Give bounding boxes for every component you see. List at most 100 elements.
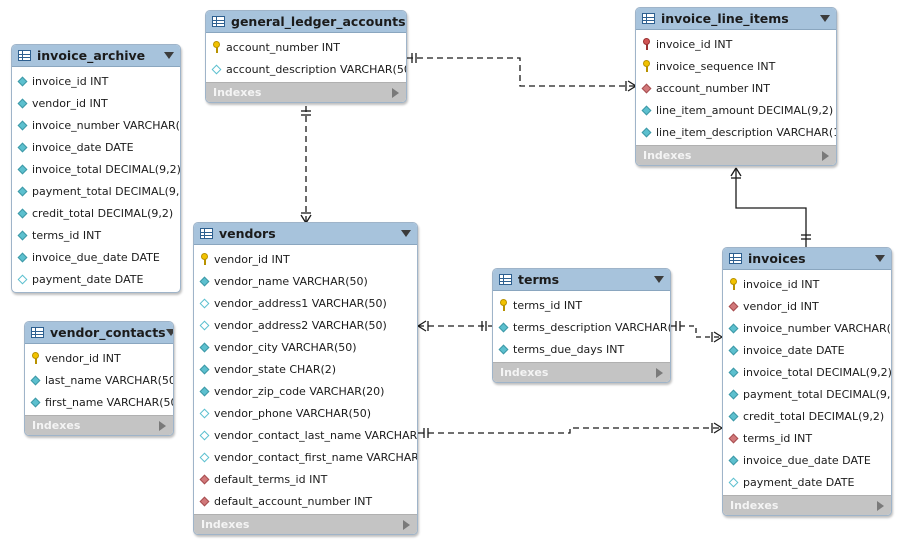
table-header[interactable]: invoices <box>723 248 891 270</box>
column-row[interactable]: vendor_address1 VARCHAR(50) <box>194 292 417 314</box>
column-row[interactable]: vendor_id INT <box>723 295 891 317</box>
column-row[interactable]: last_name VARCHAR(50) <box>25 369 173 391</box>
column-label: payment_total DECIMAL(9,2) <box>32 184 181 198</box>
column-row[interactable]: vendor_city VARCHAR(50) <box>194 336 417 358</box>
indexes-footer[interactable]: Indexes <box>493 362 670 382</box>
column-row[interactable]: payment_date DATE <box>12 268 180 290</box>
column-row[interactable]: vendor_contact_last_name VARCHAR(50) <box>194 424 417 446</box>
column-row[interactable]: terms_due_days INT <box>493 338 670 360</box>
column-row[interactable]: default_account_number INT <box>194 490 417 512</box>
column-row[interactable]: invoice_sequence INT <box>636 55 836 77</box>
column-label: vendor_phone VARCHAR(50) <box>214 406 372 420</box>
column-row[interactable]: default_terms_id INT <box>194 468 417 490</box>
column-row[interactable]: account_number INT <box>636 77 836 99</box>
column-icon <box>17 98 28 108</box>
column-row[interactable]: account_number INT <box>206 36 406 58</box>
indexes-footer[interactable]: Indexes <box>194 514 417 534</box>
table-icon <box>729 253 742 264</box>
column-row[interactable]: credit_total DECIMAL(9,2) <box>723 405 891 427</box>
collapse-arrow-icon[interactable] <box>875 255 885 262</box>
expand-arrow-icon[interactable] <box>159 420 166 431</box>
primary-key-icon <box>730 278 737 290</box>
column-row[interactable]: vendor_name VARCHAR(50) <box>194 270 417 292</box>
column-row[interactable]: vendor_address2 VARCHAR(50) <box>194 314 417 336</box>
column-row[interactable]: terms_description VARCHAR(50) <box>493 316 670 338</box>
column-row[interactable]: credit_total DECIMAL(9,2) <box>12 202 180 224</box>
column-row[interactable]: vendor_phone VARCHAR(50) <box>194 402 417 424</box>
expand-arrow-icon[interactable] <box>877 500 884 511</box>
table-header[interactable]: invoice_line_items <box>636 8 836 30</box>
table-vendors[interactable]: vendors vendor_id INT vendor_name VARCHAR… <box>193 222 418 535</box>
collapse-arrow-icon[interactable] <box>164 52 174 59</box>
column-row[interactable]: invoice_id INT <box>636 33 836 55</box>
indexes-footer[interactable]: Indexes <box>25 415 173 435</box>
collapse-arrow-icon[interactable] <box>654 276 664 283</box>
column-row[interactable]: vendor_id INT <box>12 92 180 114</box>
expand-arrow-icon[interactable] <box>392 87 399 98</box>
column-row[interactable]: vendor_zip_code VARCHAR(20) <box>194 380 417 402</box>
table-header[interactable]: invoice_archive <box>12 45 180 67</box>
column-row[interactable]: payment_total DECIMAL(9,2) <box>723 383 891 405</box>
collapse-arrow-icon[interactable] <box>405 18 406 25</box>
table-header[interactable]: vendor_contacts <box>25 322 173 344</box>
column-row[interactable]: invoice_due_date DATE <box>12 246 180 268</box>
column-row[interactable]: invoice_number VARCHAR(50) <box>12 114 180 136</box>
column-label: vendor_state CHAR(2) <box>214 362 337 376</box>
column-row[interactable]: vendor_id INT <box>25 347 173 369</box>
column-row[interactable]: payment_total DECIMAL(9,2) <box>12 180 180 202</box>
table-header[interactable]: terms <box>493 269 670 291</box>
column-row[interactable]: invoice_due_date DATE <box>723 449 891 471</box>
column-icon <box>728 411 739 421</box>
column-icon <box>199 276 210 286</box>
column-row[interactable]: vendor_contact_first_name VARCHAR(50) <box>194 446 417 468</box>
table-name: invoice_archive <box>37 48 146 63</box>
column-row[interactable]: terms_id INT <box>493 294 670 316</box>
collapse-arrow-icon[interactable] <box>401 230 411 237</box>
column-label: vendor_address1 VARCHAR(50) <box>214 296 387 310</box>
column-row[interactable]: invoice_id INT <box>723 273 891 295</box>
column-label: vendor_id INT <box>45 351 121 365</box>
table-vendor-contacts[interactable]: vendor_contacts vendor_id INT last_name V… <box>24 321 174 436</box>
column-row[interactable]: terms_id INT <box>12 224 180 246</box>
column-row[interactable]: terms_id INT <box>723 427 891 449</box>
column-icon <box>199 342 210 352</box>
column-row[interactable]: vendor_id INT <box>194 248 417 270</box>
column-row[interactable]: line_item_amount DECIMAL(9,2) <box>636 99 836 121</box>
primary-foreign-key-icon <box>643 38 650 50</box>
column-row[interactable]: vendor_state CHAR(2) <box>194 358 417 380</box>
column-label: vendor_name VARCHAR(50) <box>214 274 368 288</box>
column-row[interactable]: invoice_date DATE <box>723 339 891 361</box>
collapse-arrow-icon[interactable] <box>165 329 173 336</box>
column-row[interactable]: account_description VARCHAR(50) <box>206 58 406 80</box>
indexes-footer[interactable]: Indexes <box>206 82 406 102</box>
column-row[interactable]: invoice_total DECIMAL(9,2) <box>12 158 180 180</box>
column-row[interactable]: invoice_total DECIMAL(9,2) <box>723 361 891 383</box>
table-header[interactable]: general_ledger_accounts <box>206 11 406 33</box>
column-row[interactable]: line_item_description VARCHAR(100) <box>636 121 836 143</box>
table-general-ledger-accounts[interactable]: general_ledger_accounts account_number I… <box>205 10 407 103</box>
column-label: payment_total DECIMAL(9,2) <box>743 387 892 401</box>
nullable-column-icon <box>199 298 210 308</box>
foreign-key-icon <box>641 83 652 93</box>
indexes-footer[interactable]: Indexes <box>636 145 836 165</box>
collapse-arrow-icon[interactable] <box>820 15 830 22</box>
column-list: vendor_id INT vendor_name VARCHAR(50) vend… <box>194 245 417 514</box>
table-header[interactable]: vendors <box>194 223 417 245</box>
column-row[interactable]: payment_date DATE <box>723 471 891 493</box>
column-row[interactable]: invoice_number VARCHAR(50) <box>723 317 891 339</box>
expand-arrow-icon[interactable] <box>656 367 663 378</box>
column-row[interactable]: first_name VARCHAR(50) <box>25 391 173 413</box>
column-label: invoice_number VARCHAR(50) <box>32 118 180 132</box>
expand-arrow-icon[interactable] <box>403 519 410 530</box>
column-icon <box>30 397 41 407</box>
column-label: terms_id INT <box>743 431 813 445</box>
column-row[interactable]: invoice_date DATE <box>12 136 180 158</box>
indexes-footer[interactable]: Indexes <box>723 495 891 515</box>
expand-arrow-icon[interactable] <box>822 150 829 161</box>
column-row[interactable]: invoice_id INT <box>12 70 180 92</box>
